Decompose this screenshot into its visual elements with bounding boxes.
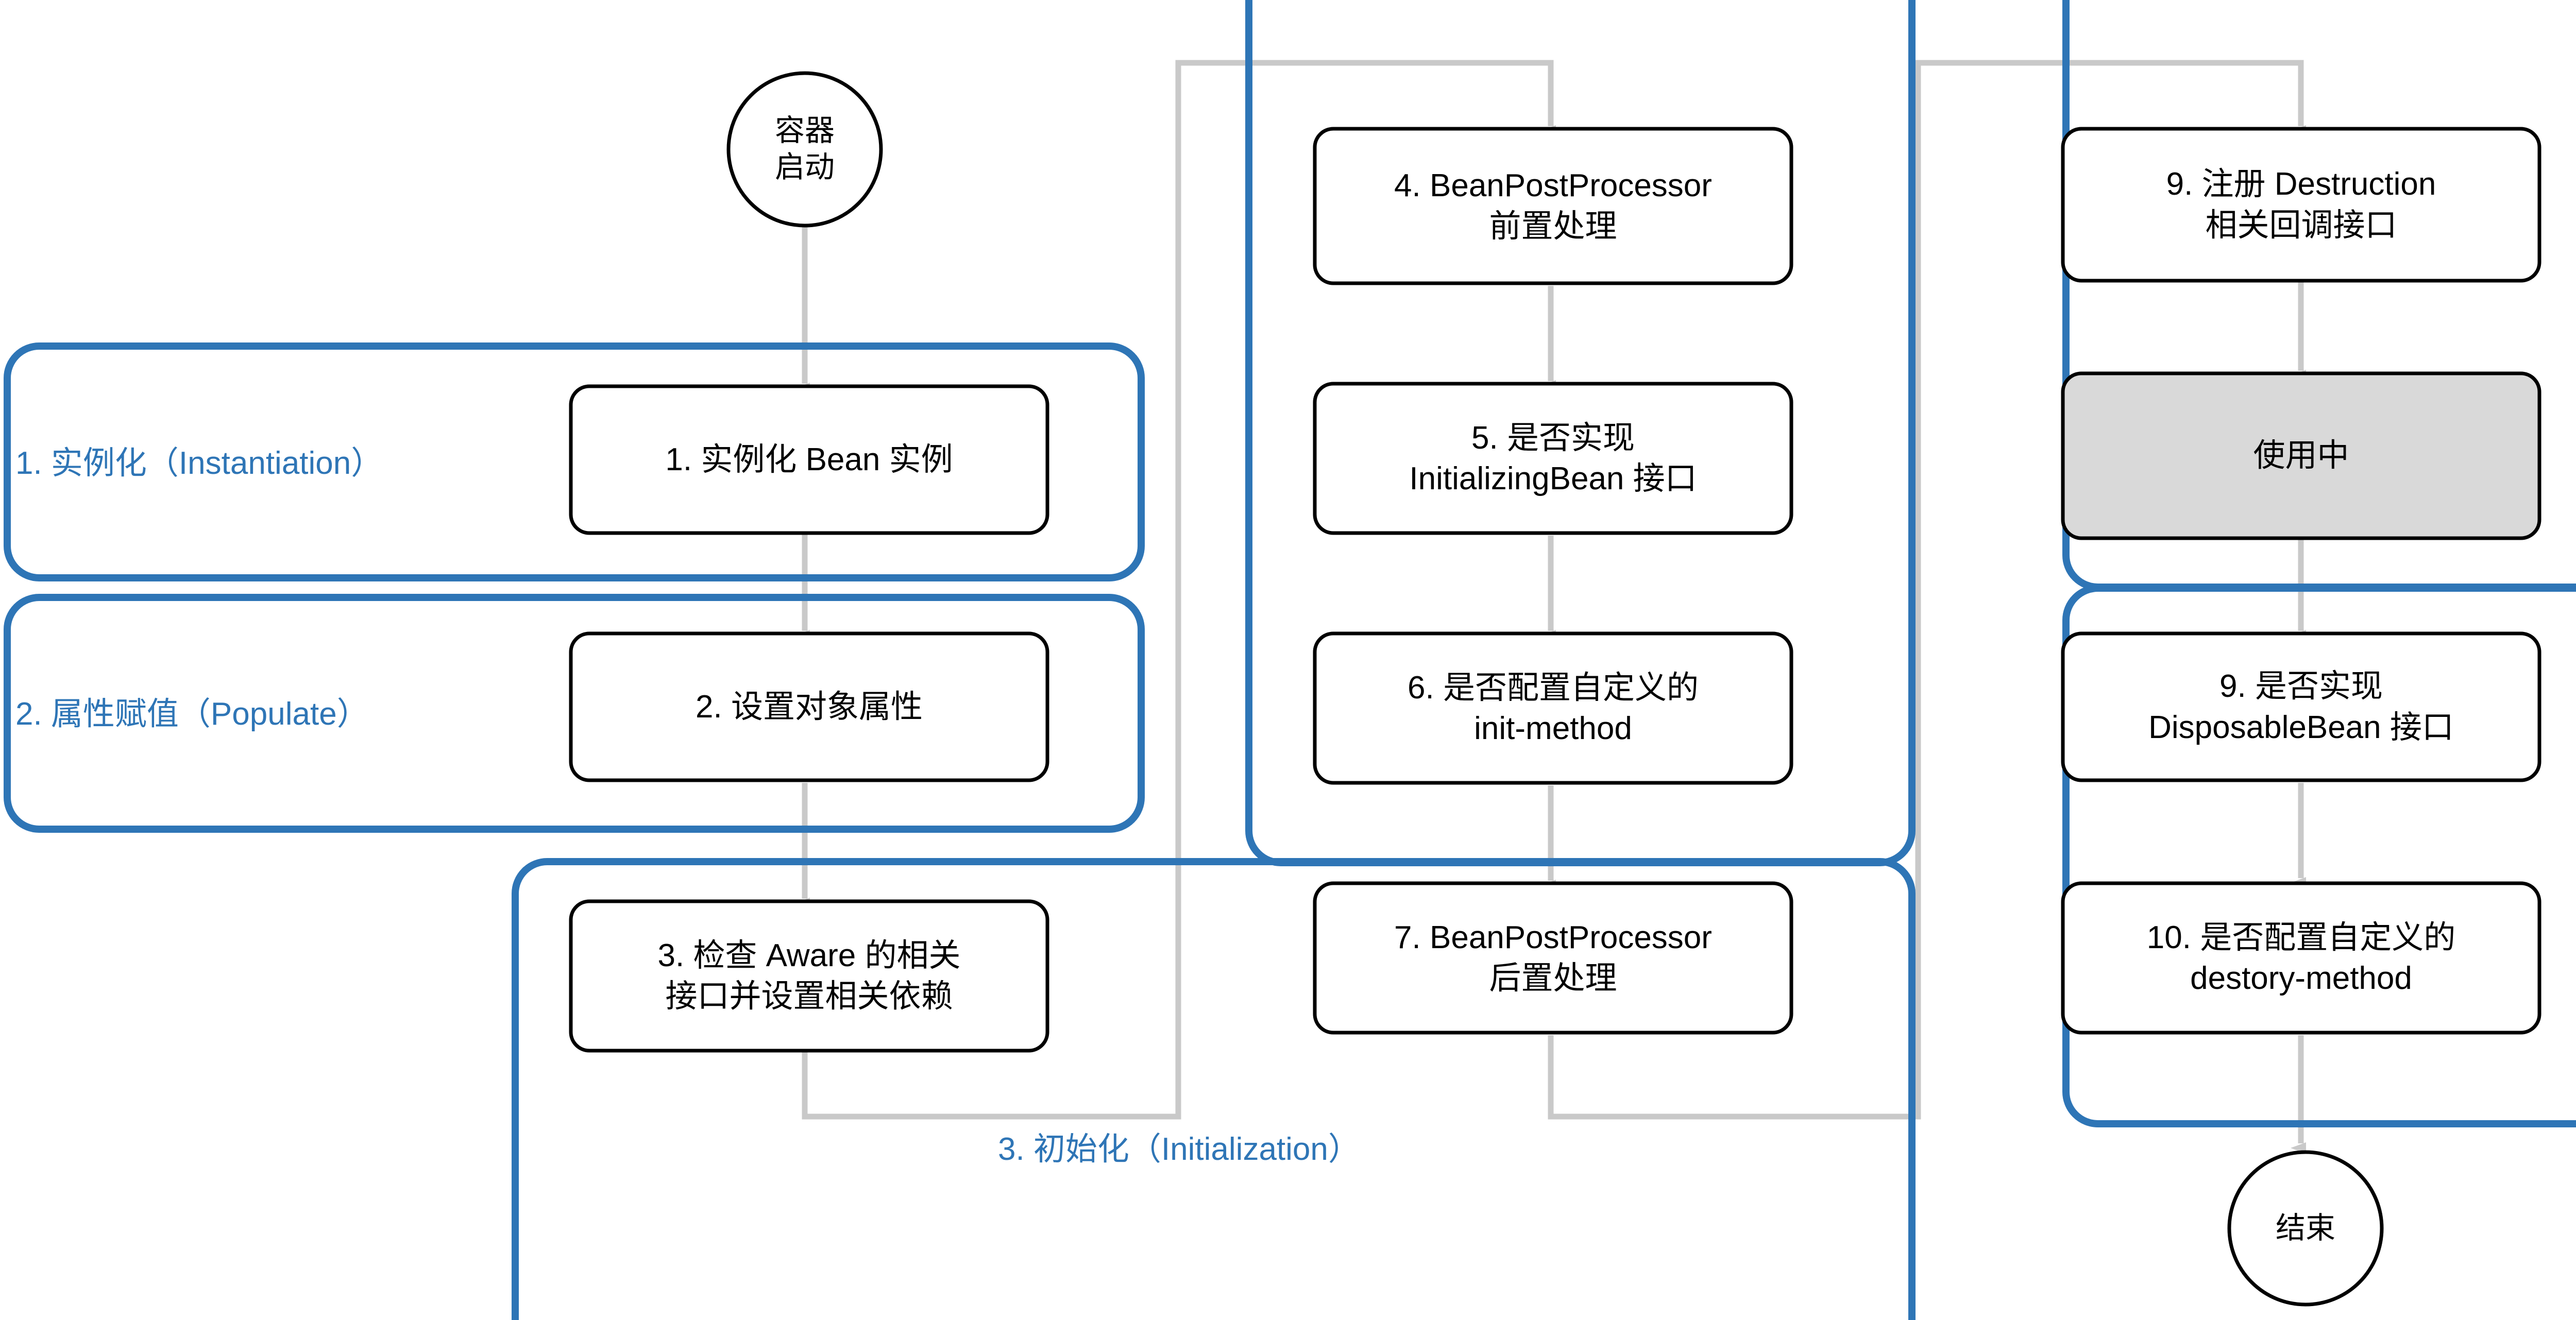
terminal-circle-end[interactable]: [2227, 1150, 2384, 1307]
phase-container-initialization-upper: [1245, 0, 1916, 866]
phase-label-populate: 2. 属性赋值（Populate）: [15, 696, 369, 732]
process-node-group: [569, 127, 2541, 1053]
node-box-step-3[interactable]: [569, 899, 1049, 1053]
terminal-circle-start[interactable]: [726, 71, 883, 228]
node-box-step-9a[interactable]: [2061, 127, 2541, 283]
connector-group: [794, 60, 2306, 1154]
node-box-step-1[interactable]: [569, 384, 1049, 535]
node-box-step-7[interactable]: [1313, 881, 1793, 1035]
phase-label-initialization: 3. 初始化（Initialization）: [998, 1132, 1360, 1167]
phase-container-initialization: [512, 858, 1916, 1320]
node-box-step-5[interactable]: [1313, 382, 1793, 535]
connector-step7-to-step9a: [1548, 60, 2306, 1120]
node-box-step-9b[interactable]: [2061, 631, 2541, 782]
phase-label-instantiation: 1. 实例化（Instantiation）: [15, 445, 383, 481]
node-box-step-in-use[interactable]: [2061, 371, 2541, 540]
phase-container-populate: [4, 594, 1145, 833]
connector-step3-to-step4: [802, 60, 1556, 1120]
node-box-step-2[interactable]: [569, 631, 1049, 782]
terminal-label-start: 容器 启动: [774, 114, 835, 184]
node-box-step-4[interactable]: [1313, 127, 1793, 285]
phase-container-instantiation: [4, 342, 1145, 581]
terminal-label-end: 结束: [2275, 1211, 2335, 1245]
node-box-step-6[interactable]: [1313, 631, 1793, 785]
phase-container-group: [4, 0, 2576, 1320]
node-box-step-10[interactable]: [2061, 881, 2541, 1035]
phase-container-destruction: [2062, 585, 2576, 1127]
